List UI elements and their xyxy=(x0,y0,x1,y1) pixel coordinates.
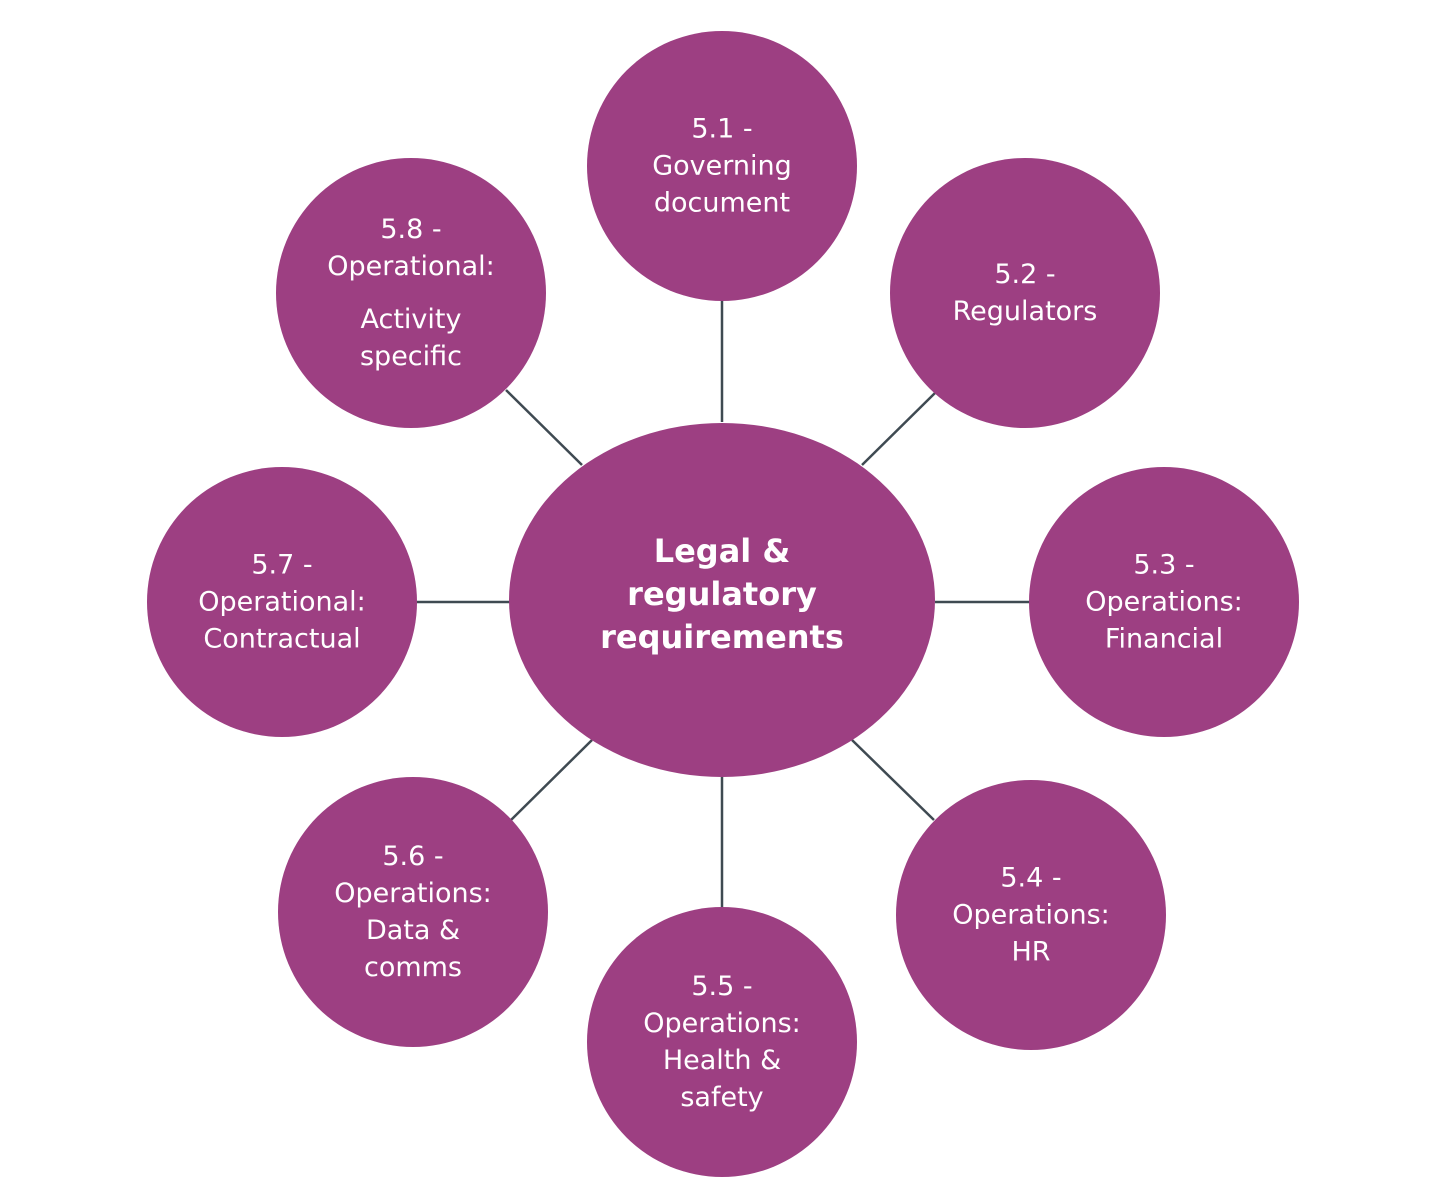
node-label-line: HR xyxy=(1011,937,1050,968)
node-circle[interactable] xyxy=(890,158,1160,428)
center-node: Legal & regulatory requirements xyxy=(509,423,935,777)
node-label-line: 5.4 - xyxy=(1000,863,1061,894)
node-5-3[interactable]: 5.3 - Operations: Financial xyxy=(1029,467,1299,737)
node-circle[interactable] xyxy=(587,907,857,1177)
connector-line xyxy=(505,389,583,466)
node-circle[interactable] xyxy=(278,777,548,1047)
node-label-line: Regulators xyxy=(953,296,1098,327)
node-label-line: 5.7 - xyxy=(251,550,312,581)
node-label-line: document xyxy=(654,188,790,219)
node-label-line: Financial xyxy=(1105,624,1223,655)
nodes: 5.1 - Governing document 5.2 - Regulators 5.3… xyxy=(147,31,1299,1177)
node-label-line: safety xyxy=(680,1082,763,1113)
node-5-6[interactable]: 5.6 - Operations: Data & comms xyxy=(278,777,548,1047)
center-label-line: Legal & xyxy=(654,532,791,570)
node-circle[interactable] xyxy=(1029,467,1299,737)
connector-line xyxy=(861,392,936,466)
node-5-4[interactable]: 5.4 - Operations: HR xyxy=(896,780,1166,1050)
connectors xyxy=(417,300,1030,908)
node-label-line: Contractual xyxy=(203,624,360,655)
node-circle[interactable] xyxy=(896,780,1166,1050)
node-label-line: comms xyxy=(364,952,462,983)
node-label-line: 5.2 - xyxy=(994,259,1055,290)
node-label-line: Operational: xyxy=(327,251,495,282)
node-circle[interactable] xyxy=(276,158,546,428)
node-label-line: Health & xyxy=(663,1045,781,1076)
node-label-line: 5.8 - xyxy=(380,214,441,245)
node-label-line: 5.1 - xyxy=(691,114,752,145)
center-label-line: requirements xyxy=(600,618,844,656)
node-label-line: Operations: xyxy=(643,1008,801,1039)
node-label-line: 5.3 - xyxy=(1133,550,1194,581)
node-label-line: Governing xyxy=(652,151,792,182)
node-label-line: Activity xyxy=(361,304,462,335)
connector-line xyxy=(851,739,935,821)
node-circle[interactable] xyxy=(587,31,857,301)
node-5-8[interactable]: 5.8 - Operational: Activity specific xyxy=(276,158,546,428)
connector-line xyxy=(510,739,593,821)
node-circle[interactable] xyxy=(147,467,417,737)
node-label-line: Operations: xyxy=(952,900,1110,931)
center-label-line: regulatory xyxy=(627,575,817,613)
node-5-7[interactable]: 5.7 - Operational: Contractual xyxy=(147,467,417,737)
node-label-line: Operations: xyxy=(334,878,492,909)
center-ellipse[interactable] xyxy=(509,423,935,777)
node-5-5[interactable]: 5.5 - Operations: Health & safety xyxy=(587,907,857,1177)
node-label-line: Data & xyxy=(366,915,460,946)
node-label-line: 5.6 - xyxy=(382,841,443,872)
node-label-line: Operations: xyxy=(1085,587,1243,618)
node-5-1[interactable]: 5.1 - Governing document xyxy=(587,31,857,301)
node-label-line: Operational: xyxy=(198,587,366,618)
node-label-line: 5.5 - xyxy=(691,971,752,1002)
node-5-2[interactable]: 5.2 - Regulators xyxy=(890,158,1160,428)
node-label-line: specific xyxy=(360,341,462,372)
